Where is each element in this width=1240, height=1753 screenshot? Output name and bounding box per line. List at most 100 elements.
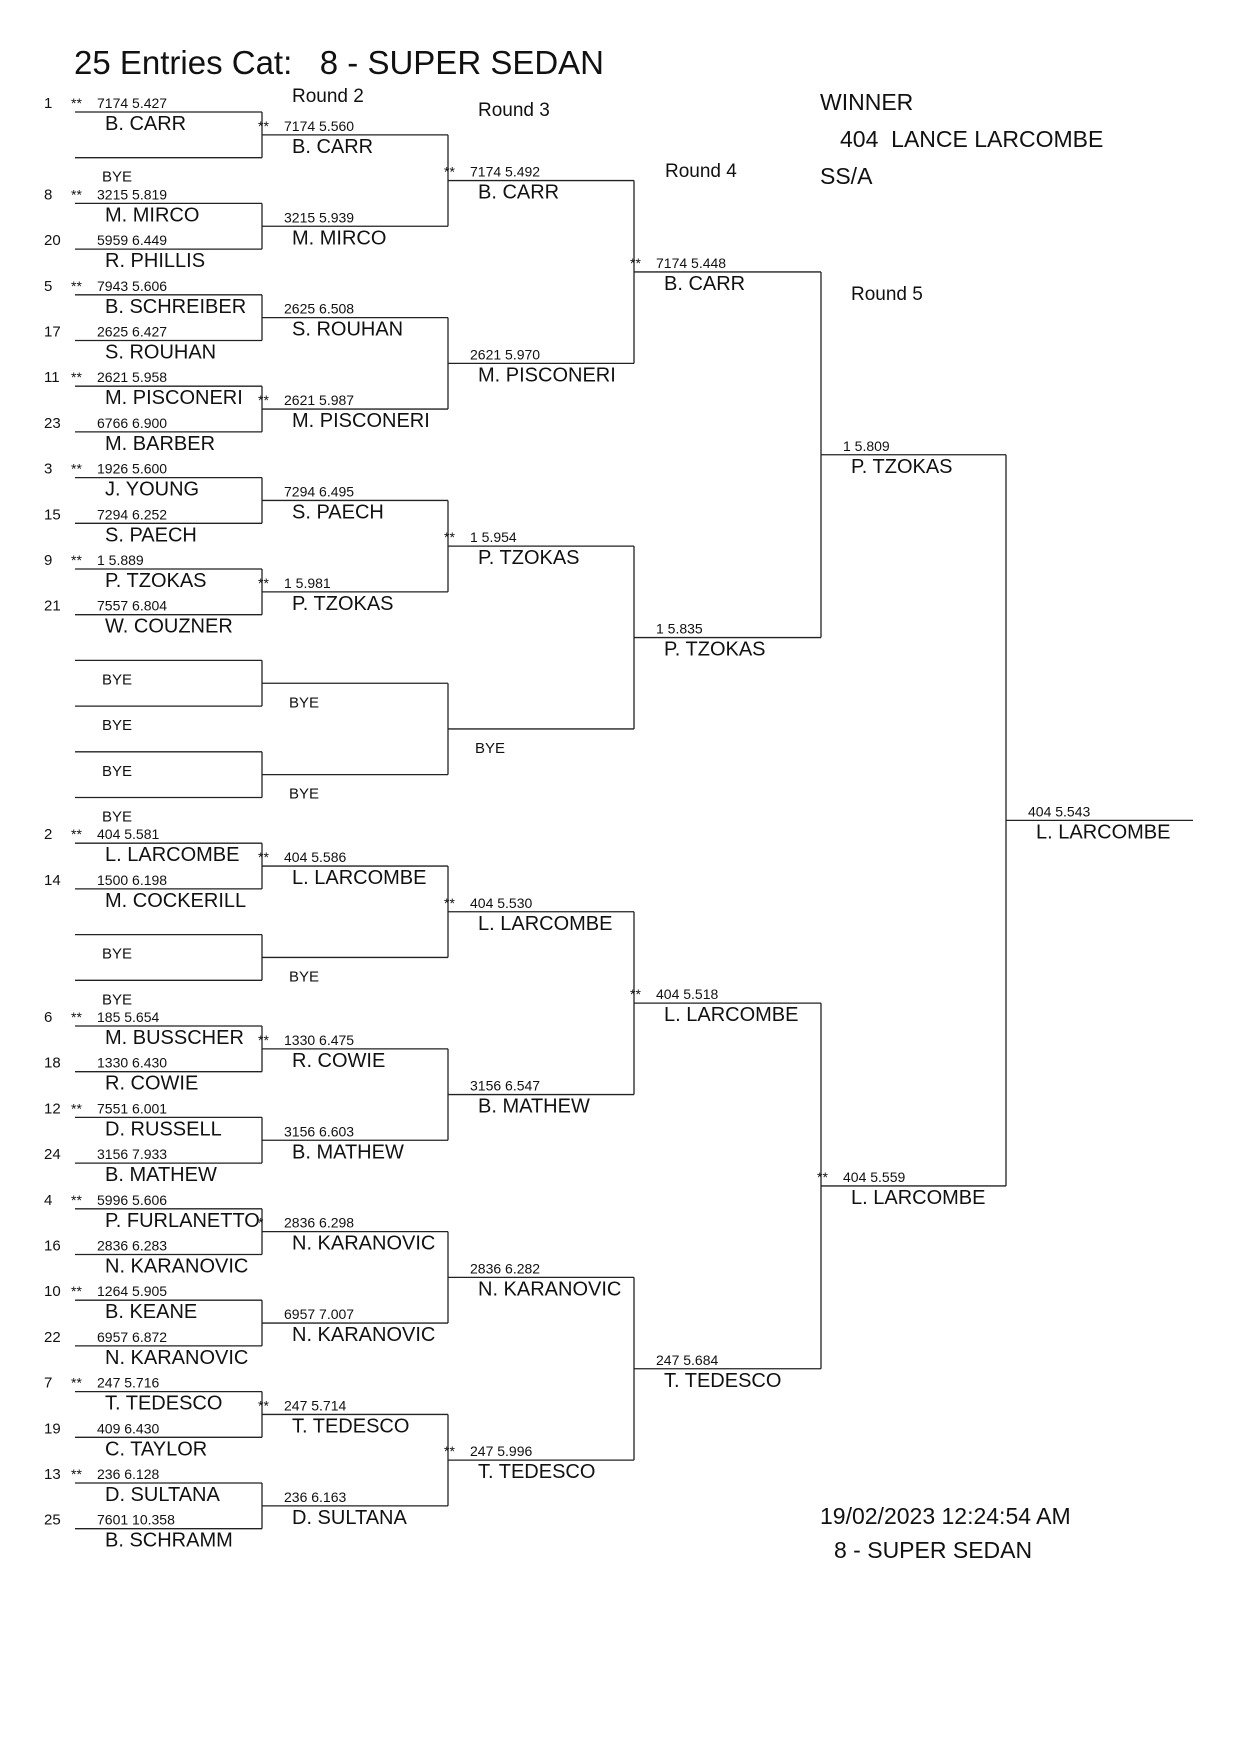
page-title: 25 Entries Cat: 8 - SUPER SEDAN: [74, 44, 605, 81]
round2-slot-11-qualifier-mark: **: [258, 1032, 269, 1048]
round1-slot-27-time: 1264 5.905: [97, 1283, 167, 1299]
round2-slot-14-name: N. KARANOVIC: [292, 1324, 435, 1346]
round5-slot-1-name: P. TZOKAS: [851, 456, 953, 478]
round1-slot-23-name: D. RUSSELL: [105, 1118, 222, 1140]
round5-slot-1-time: 1 5.809: [843, 438, 890, 454]
round2-slot-9-time: 404 5.586: [284, 849, 346, 865]
round4-slot-1-qualifier-mark: **: [630, 255, 641, 271]
round2-slot-6-name: P. TZOKAS: [292, 593, 394, 615]
round3-slot-6-time: 3156 6.547: [470, 1078, 540, 1094]
round1-slot-21-seed: 6: [44, 1009, 52, 1026]
round1-slot-9-name: J. YOUNG: [105, 479, 199, 501]
round1-slot-31-name: D. SULTANA: [105, 1484, 220, 1506]
round1-slot-12-seed: 21: [44, 598, 61, 615]
round3-slot-5-time: 404 5.530: [470, 895, 532, 911]
round5-slot-2-name: L. LARCOMBE: [851, 1187, 985, 1209]
round1-slot-27-seed: 10: [44, 1283, 61, 1300]
round1-slot-8-name: M. BARBER: [105, 433, 215, 455]
round3-slot-5-qualifier-mark: **: [444, 895, 455, 911]
round2-slot-2-name: M. MIRCO: [292, 227, 386, 249]
round1-slot-25-qualifier-mark: **: [71, 1192, 82, 1208]
round1-slot-1-seed: 1: [44, 95, 52, 112]
round1-slot-11-time: 1 5.889: [97, 552, 144, 568]
round3-slot-6-name: B. MATHEW: [478, 1096, 590, 1118]
round1-slot-10-name: S. PAECH: [105, 524, 197, 546]
round1-slot-3-qualifier-mark: **: [71, 186, 82, 202]
round1-slot-25-time: 5996 5.606: [97, 1192, 167, 1208]
round2-slot-9-name: L. LARCOMBE: [292, 867, 426, 889]
round1-slot-29-seed: 7: [44, 1375, 52, 1392]
round1-slot-9-qualifier-mark: **: [71, 461, 82, 477]
round1-slot-23-time: 7551 6.001: [97, 1100, 167, 1116]
print-timestamp: 19/02/2023 12:24:54 AM: [820, 1503, 1071, 1529]
round2-slot-4-name: M. PISCONERI: [292, 410, 430, 432]
round1-slot-11-name: P. TZOKAS: [105, 570, 207, 592]
round2-slot-3-name: S. ROUHAN: [292, 319, 403, 341]
round1-slot-22-seed: 18: [44, 1055, 61, 1072]
winner-label: WINNER: [820, 89, 914, 115]
final-slot-1-name: L. LARCOMBE: [1036, 821, 1170, 843]
round1-slot-9-time: 1926 5.600: [97, 461, 167, 477]
round3-slot-3-time: 1 5.954: [470, 529, 517, 545]
round1-slot-6-time: 2625 6.427: [97, 324, 167, 340]
round1-slot-7-seed: 11: [44, 369, 60, 386]
round2-slot-5-time: 7294 6.495: [284, 483, 354, 499]
round4-slot-3-name: L. LARCOMBE: [664, 1004, 798, 1026]
round1-slot-8-time: 6766 6.900: [97, 415, 167, 431]
round4-slot-1-time: 7174 5.448: [656, 255, 726, 271]
round2-slot-1-time: 7174 5.560: [284, 118, 354, 134]
round1-slot-17-seed: 2: [44, 826, 52, 843]
round1-slot-14-bye: BYE: [102, 717, 132, 734]
round1-slot-24-seed: 24: [44, 1146, 61, 1163]
round1-slot-20-bye: BYE: [102, 991, 132, 1008]
round1-slot-29-name: T. TEDESCO: [105, 1393, 222, 1415]
round2-slot-3-time: 2625 6.508: [284, 301, 354, 317]
round2-slot-16-time: 236 6.163: [284, 1489, 346, 1505]
round1-slot-25-seed: 4: [44, 1192, 52, 1209]
round1-slot-21-qualifier-mark: **: [71, 1009, 82, 1025]
round3-slot-3-qualifier-mark: **: [444, 529, 455, 545]
round-3-label: Round 3: [478, 100, 550, 121]
round2-slot-11-name: R. COWIE: [292, 1050, 385, 1072]
round4-slot-4-time: 247 5.684: [656, 1352, 718, 1368]
round1-slot-16-bye: BYE: [102, 809, 132, 826]
round2-slot-9-qualifier-mark: **: [258, 849, 269, 865]
round1-slot-26-time: 2836 6.283: [97, 1238, 167, 1254]
round1-slot-25-name: P. FURLANETTO: [105, 1210, 260, 1232]
round1-slot-18-name: M. COCKERILL: [105, 890, 246, 912]
round2-slot-12-time: 3156 6.603: [284, 1123, 354, 1139]
round1-slot-28-time: 6957 6.872: [97, 1329, 167, 1345]
round2-slot-12-name: B. MATHEW: [292, 1141, 404, 1163]
round1-slot-9-seed: 3: [44, 461, 52, 478]
round1-slot-28-name: N. KARANOVIC: [105, 1347, 248, 1369]
round5-slot-2-time: 404 5.559: [843, 1169, 905, 1185]
round1-slot-30-time: 409 6.430: [97, 1420, 159, 1436]
round3-slot-7-name: N. KARANOVIC: [478, 1278, 621, 1300]
round1-slot-17-name: L. LARCOMBE: [105, 844, 239, 866]
round2-slot-5-name: S. PAECH: [292, 501, 384, 523]
round4-slot-1-name: B. CARR: [664, 273, 745, 295]
footer-category: 8 - SUPER SEDAN: [834, 1537, 1033, 1563]
round1-slot-29-time: 247 5.716: [97, 1375, 159, 1391]
round-5-label: Round 5: [851, 284, 923, 305]
round1-slot-17-time: 404 5.581: [97, 826, 159, 842]
round2-slot-8-bye: BYE: [289, 786, 319, 803]
round1-slot-7-qualifier-mark: **: [71, 369, 82, 385]
round3-slot-2-time: 2621 5.970: [470, 346, 540, 362]
round2-slot-13-time: 2836 6.298: [284, 1215, 354, 1231]
round1-slot-32-name: B. SCHRAMM: [105, 1530, 233, 1552]
round4-slot-3-time: 404 5.518: [656, 986, 718, 1002]
round5-slot-2-qualifier-mark: **: [817, 1169, 828, 1185]
round1-slot-22-time: 1330 6.430: [97, 1055, 167, 1071]
round1-slot-31-time: 236 6.128: [97, 1466, 159, 1482]
round2-slot-2-time: 3215 5.939: [284, 209, 354, 225]
round1-slot-26-name: N. KARANOVIC: [105, 1256, 248, 1278]
round1-slot-3-name: M. MIRCO: [105, 204, 199, 226]
round4-slot-2-time: 1 5.835: [656, 621, 703, 637]
round1-slot-10-time: 7294 6.252: [97, 506, 167, 522]
round2-slot-7-bye: BYE: [289, 694, 319, 711]
round1-slot-3-seed: 8: [44, 186, 52, 203]
round1-slot-31-qualifier-mark: **: [71, 1466, 82, 1482]
round1-slot-32-time: 7601 10.358: [97, 1512, 175, 1528]
round2-slot-6-qualifier-mark: **: [258, 575, 269, 591]
